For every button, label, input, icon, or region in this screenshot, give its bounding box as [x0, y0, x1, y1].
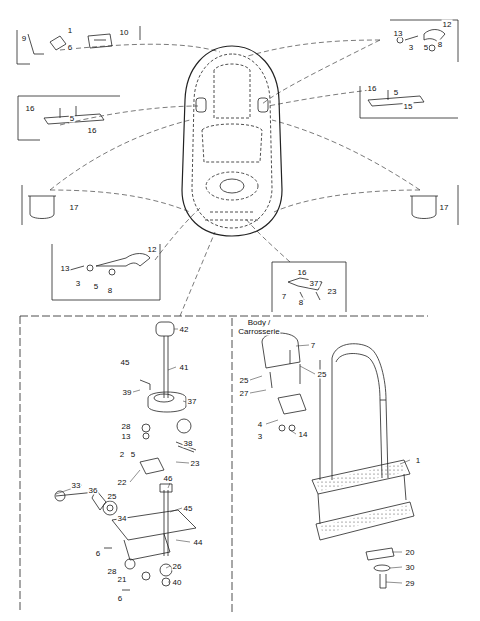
callout-number: 3	[75, 279, 81, 288]
callout-number: 8	[437, 40, 443, 49]
callout-number: 1	[67, 26, 73, 35]
callout-number: 8	[107, 286, 113, 295]
callout-number: 6	[117, 594, 123, 603]
callout-number: 1	[415, 456, 421, 465]
callout-number: 16	[87, 126, 98, 135]
callout-number: 37	[187, 397, 198, 406]
callout-number: 20	[405, 548, 416, 557]
callout-number: 17	[69, 203, 80, 212]
callout-number: 26	[172, 562, 183, 571]
callout-number: 6	[67, 43, 73, 52]
callout-number: 5	[69, 114, 75, 123]
callout-number: 40	[172, 578, 183, 587]
callout-number: 30	[405, 563, 416, 572]
callout-number: 25	[239, 376, 250, 385]
callout-number: 2	[119, 450, 125, 459]
callout-number: 46	[163, 474, 174, 483]
callout-number: 25	[317, 370, 328, 379]
callout-number: 10	[119, 28, 130, 37]
callout-number: 29	[405, 579, 416, 588]
callout-number: 5	[93, 282, 99, 291]
callout-number: 5	[130, 450, 136, 459]
callout-number: 3	[257, 432, 263, 441]
callout-number: 45	[120, 358, 131, 367]
callout-number: 25	[107, 492, 118, 501]
callout-number: 45	[183, 504, 194, 513]
callout-number: 8	[298, 298, 304, 307]
callout-number: 41	[179, 363, 190, 372]
callout-number: 13	[60, 264, 71, 273]
callout-number: 14	[298, 430, 309, 439]
callout-number: 44	[193, 538, 204, 547]
callout-number: 13	[121, 432, 132, 441]
callout-number: 4	[257, 420, 263, 429]
callout-number: 23	[327, 287, 338, 296]
callout-number: 28	[121, 422, 132, 431]
section-label: Body /	[247, 318, 272, 327]
callout-number: 22	[117, 478, 128, 487]
callout-number: 9	[21, 34, 27, 43]
callout-number: 42	[179, 325, 190, 334]
callout-number: 23	[190, 459, 201, 468]
callout-number: 15	[403, 102, 414, 111]
callout-number: 34	[117, 514, 128, 523]
callout-number: 17	[439, 203, 450, 212]
callout-number: 37	[309, 279, 320, 288]
callout-number: 13	[393, 29, 404, 38]
callout-number: 3	[408, 43, 414, 52]
callout-number: 5	[423, 43, 429, 52]
callout-number: 7	[310, 341, 316, 350]
callout-number: 16	[25, 104, 36, 113]
callout-number: 12	[147, 245, 158, 254]
callout-number: 39	[122, 388, 133, 397]
callout-number: 7	[281, 292, 287, 301]
callout-number: 33	[71, 481, 82, 490]
callout-number: 16	[297, 268, 308, 277]
callout-number: 16	[367, 84, 378, 93]
callout-number: 21	[117, 575, 128, 584]
callout-number: 38	[183, 439, 194, 448]
section-label: Carrosserie	[237, 327, 280, 336]
callout-number: 12	[442, 20, 453, 29]
callout-number: 36	[88, 486, 99, 495]
callout-number: 5	[393, 88, 399, 97]
callout-number: 27	[239, 389, 250, 398]
callout-number: 6	[95, 549, 101, 558]
